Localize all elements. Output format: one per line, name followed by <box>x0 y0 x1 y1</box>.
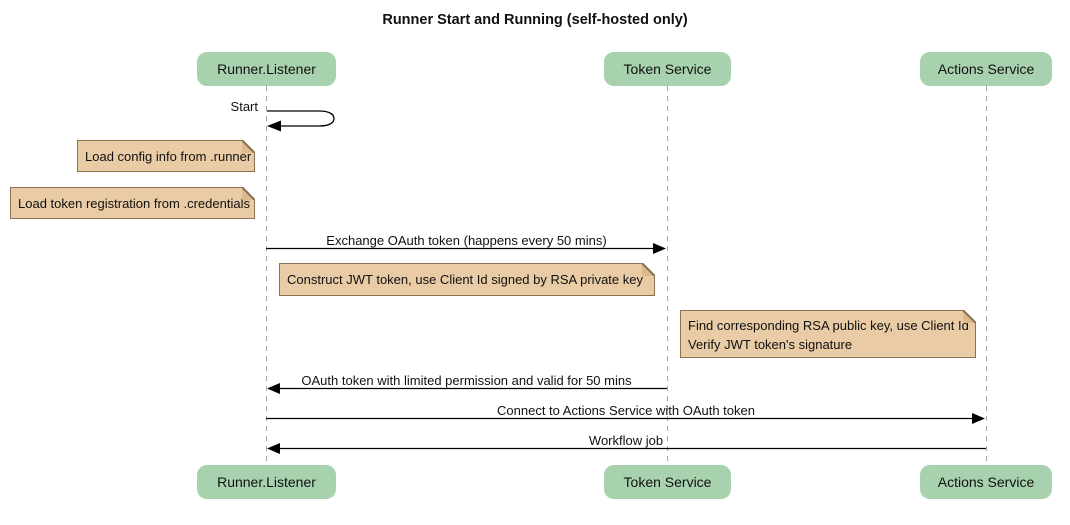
participant-runner-listener-top: Runner.Listener <box>197 52 336 86</box>
message-label-start: Start <box>230 99 258 114</box>
diagram-title: Runner Start and Running (self-hosted on… <box>382 12 688 28</box>
note-verify-jwt-token-line-2: Verify JWT token's signature <box>688 337 853 352</box>
note-load-token-registration: Load token registration from .credential… <box>10 187 255 219</box>
message-label-exchange-oauth-token: Exchange OAuth token (happens every 50 m… <box>326 233 607 248</box>
note-construct-jwt-token: Construct JWT token, use Client Id signe… <box>279 263 655 296</box>
message-label-connect-actions-service: Connect to Actions Service with OAuth to… <box>497 403 755 418</box>
participant-token-service-top: Token Service <box>604 52 731 86</box>
message-arrow-oauth-token-response <box>267 383 667 394</box>
participant-actions-service-bottom: Actions Service <box>920 465 1052 499</box>
message-self-start-arrow <box>267 110 335 132</box>
message-arrow-exchange-oauth-token <box>266 243 666 254</box>
participant-runner-listener-bottom: Runner.Listener <box>197 465 336 499</box>
message-arrow-workflow-job <box>267 443 986 454</box>
note-load-config-info: Load config info from .runner <box>77 140 255 172</box>
message-arrow-connect-actions-service <box>266 413 985 424</box>
message-label-oauth-token-response: OAuth token with limited permission and … <box>301 373 632 388</box>
lifelines <box>266 86 987 465</box>
note-verify-jwt-token-line-1: Find corresponding RSA public key, use C… <box>688 318 969 333</box>
participant-actions-service-top: Actions Service <box>920 52 1052 86</box>
note-verify-jwt-token: Find corresponding RSA public key, use C… <box>680 310 976 358</box>
message-label-workflow-job: Workflow job <box>588 433 664 448</box>
participant-token-service-bottom: Token Service <box>604 465 731 499</box>
